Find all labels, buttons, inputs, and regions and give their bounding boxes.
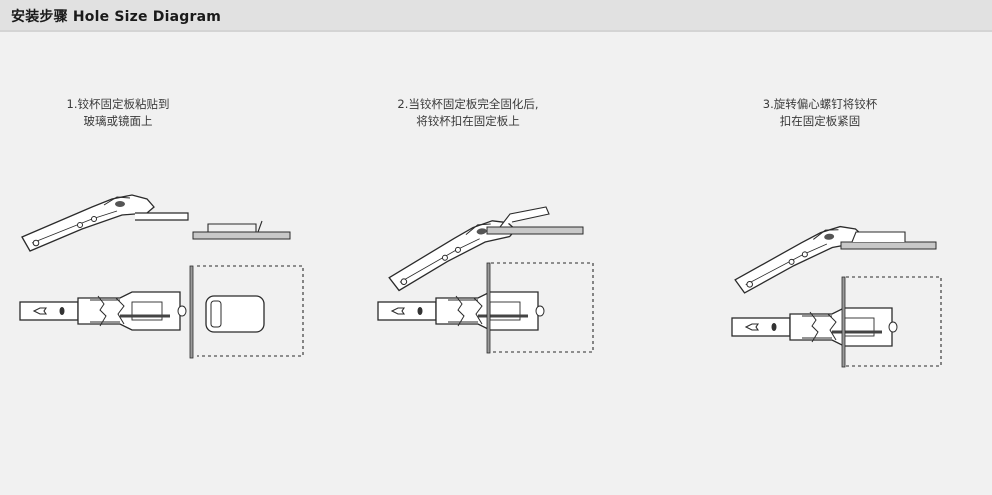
header-bar: 安装步骤 Hole Size Diagram [0,0,992,32]
step-1-line-1: 1.铰杯固定板粘贴到 [66,97,170,111]
step-3-side-view [730,223,937,295]
step-2-top-view [376,262,594,354]
step-2-line-1: 2.当铰杯固定板完全固化后, [397,97,539,111]
step-1-caption: 1.铰杯固定板粘贴到 玻璃或镜面上 [38,96,198,130]
step-3-top-view [730,276,942,368]
step-1-top-view [18,265,304,359]
step-3-caption: 3.旋转偏心螺钉将铰杯 扣在固定板紧固 [740,96,900,130]
step-1-side-view [21,194,291,252]
step-2-line-2: 将铰杯扣在固定板上 [416,114,520,128]
page-title: 安装步骤 Hole Size Diagram [11,9,222,25]
step-3-line-1: 3.旋转偏心螺钉将铰杯 [762,97,878,111]
step-3-line-2: 扣在固定板紧固 [779,114,861,128]
step-2-side-view [382,206,584,293]
step-1-line-2: 玻璃或镜面上 [83,114,153,128]
step-2-caption: 2.当铰杯固定板完全固化后, 将铰杯扣在固定板上 [378,96,558,130]
